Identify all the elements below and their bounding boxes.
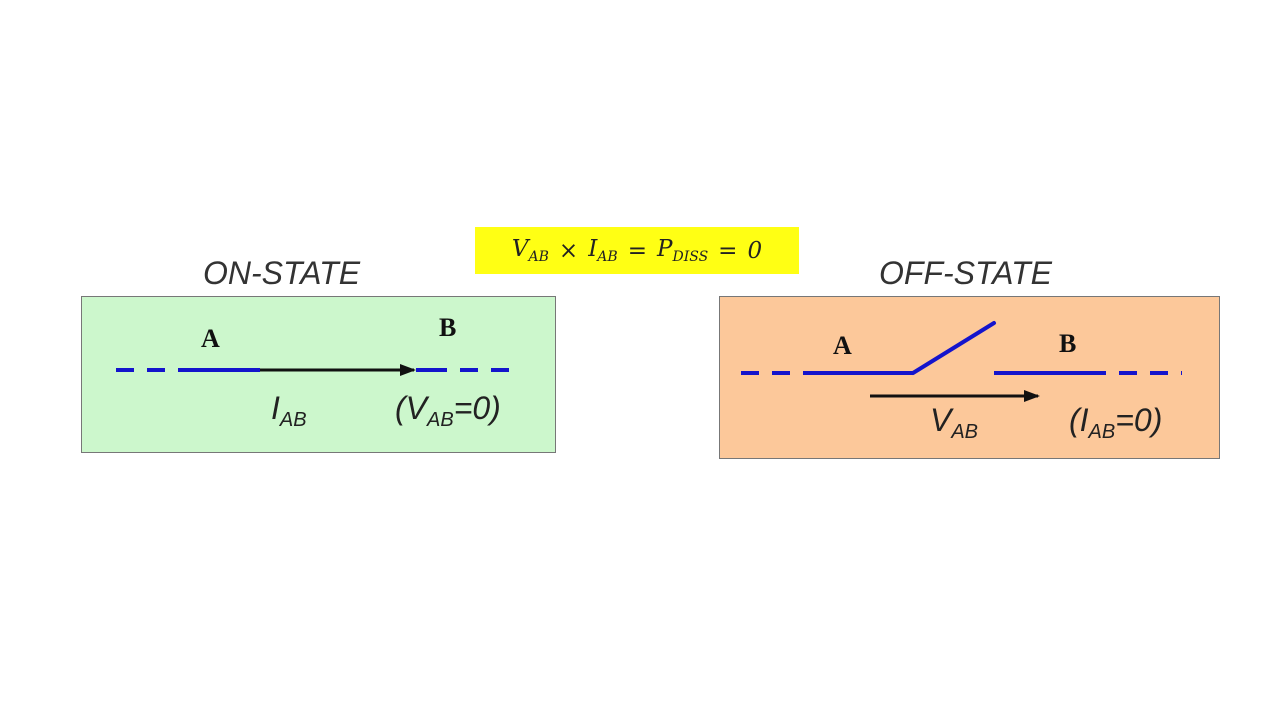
on-node-a-label: A <box>201 324 220 353</box>
off-current-zero-condition: (IAB=0) <box>1069 402 1163 443</box>
formula-i: IAB <box>588 236 618 265</box>
on-node-b-label: B <box>439 313 457 342</box>
on-state-panel: A B IAB (VAB=0) <box>81 296 556 453</box>
formula-equals-1: = <box>627 237 647 264</box>
off-node-b-label: B <box>1059 329 1077 358</box>
open-switch-blade <box>911 321 996 375</box>
formula-times: × <box>558 237 579 264</box>
off-state-panel: A B VAB (IAB=0) <box>719 296 1220 459</box>
voltage-vab-label: VAB <box>930 402 979 443</box>
on-state-circuit <box>116 364 519 376</box>
off-node-a-label: A <box>833 331 852 360</box>
formula-p: PDISS <box>656 236 709 265</box>
formula-equals-2: = <box>718 237 738 264</box>
power-dissipation-formula: VAB × IAB = PDISS = 0 <box>475 227 799 274</box>
current-iab-label: IAB <box>271 390 307 431</box>
on-voltage-zero-condition: (VAB=0) <box>395 390 501 431</box>
on-state-title: ON-STATE <box>203 255 361 291</box>
formula-zero: 0 <box>747 237 763 264</box>
off-state-title: OFF-STATE <box>879 255 1053 291</box>
formula-v: VAB <box>511 236 549 265</box>
off-state-circuit <box>741 321 1182 402</box>
